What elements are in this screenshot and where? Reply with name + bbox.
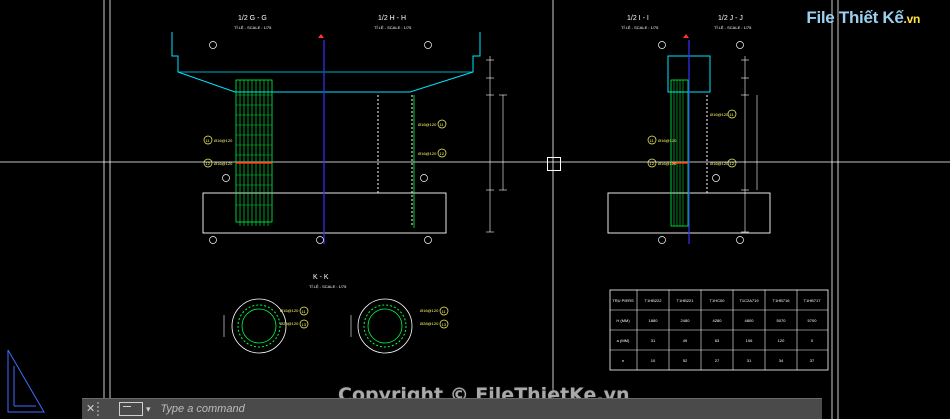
chevron-down-icon[interactable]: ▾	[146, 403, 151, 414]
cursor-pickbox	[547, 157, 561, 171]
table-cell: 10	[651, 358, 656, 363]
callout-12-left: 12	[206, 161, 211, 166]
rebar-label-11-jj: Ø16@120	[710, 112, 729, 117]
kk-rebar-13-right: Ø28@120	[420, 321, 439, 326]
watermark-logo: File Thiết Kế.vn	[806, 8, 920, 28]
kk-callout-11-left: 11	[302, 309, 307, 314]
table-cell: 27	[715, 358, 720, 363]
command-prompt-icon[interactable]	[119, 402, 143, 416]
table-cell: 34	[779, 358, 784, 363]
scale-gg: TỈ LỆ - SCALE : 1/75	[234, 25, 272, 30]
title-jj: 1/2 J - J	[718, 15, 743, 22]
table-cell: 63	[715, 338, 720, 343]
ucs-icon	[7, 349, 45, 413]
table-cell: 49	[683, 338, 688, 343]
table-cell: 37	[810, 358, 815, 363]
table-header-cell: T1HB717	[804, 298, 822, 303]
kk-rebar-11-right: Ø16@120	[420, 308, 439, 313]
table-row-label: a (MM)	[617, 338, 630, 343]
table-cell: 5070	[777, 318, 787, 323]
title-hh: 1/2 H - H	[378, 15, 406, 22]
callout-12-ii: 12	[650, 161, 655, 166]
table-row-label: n	[622, 358, 624, 363]
table-cell: 31	[651, 338, 656, 343]
logo-text: File Thiết Kế	[806, 8, 904, 27]
table-cell: 52	[683, 358, 688, 363]
table-cell: 120	[778, 338, 785, 343]
logo-tld: .vn	[903, 12, 921, 26]
kk-rebar-11-left: Ø16@120	[280, 308, 299, 313]
kk-callout-13-left: 13	[302, 322, 307, 327]
kk-callout-13-right: 13	[442, 322, 447, 327]
left-pier-elevation	[171, 32, 481, 244]
section-titles: 1/2 G - G TỈ LỆ - SCALE : 1/75 1/2 H - H…	[234, 15, 752, 289]
rebar-label-12-left: Ø16@120	[214, 161, 233, 166]
rebar-label-12-jj: Ø16@120	[710, 161, 729, 166]
scale-hh: TỈ LỆ - SCALE : 1/75	[374, 25, 412, 30]
table-cell: 5700	[808, 318, 818, 323]
kk-sections: Ø16@120 Ø28@120 11 13 Ø16@120 Ø28@120 11…	[223, 298, 449, 354]
table-cell: 4800	[745, 318, 755, 323]
right-pier-elevation: 11 Ø16@120 12 Ø16@120 11 Ø16@120 12 Ø16@…	[607, 34, 771, 244]
kk-rebar-13-left: Ø28@120	[280, 321, 299, 326]
table-header-cell: T1HB716	[773, 298, 791, 303]
title-gg: 1/2 G - G	[238, 15, 267, 22]
table-header-cell: T1HC00	[710, 298, 726, 303]
title-kk: K - K	[313, 274, 329, 281]
rebar-label-12-hh: Ø16@120	[418, 151, 437, 156]
kk-callout-11-right: 11	[442, 309, 447, 314]
table-cell: 1880	[649, 318, 659, 323]
scale-jj: TỈ LỆ - SCALE : 1/75	[714, 25, 752, 30]
rebar-label-11-hh: Ø16@120	[418, 122, 437, 127]
pier-table: TRỤ PIERS T1HB222 T1HB221 T1HC00 T1C2A719 T1H…	[609, 289, 829, 371]
command-input[interactable]	[158, 402, 763, 416]
rebar-label-12-ii: Ø16@120	[658, 161, 677, 166]
callout-11-hh: 11	[440, 122, 445, 127]
callout-11-left: 11	[206, 138, 211, 143]
rebar-label-11-left: Ø16@120	[214, 138, 233, 143]
callout-12-jj: 12	[730, 161, 735, 166]
callout-11-ii: 11	[650, 138, 655, 143]
table-header-cell: T1HB222	[645, 298, 663, 303]
drag-handle[interactable]	[97, 402, 109, 416]
table-header-cell: T1C2A719	[739, 298, 759, 303]
left-pier-annotations: 11 Ø16@120 12 Ø16@120 11 Ø16@120 12 Ø16@…	[203, 34, 507, 244]
command-line-bar: ✕ ▾	[82, 398, 822, 419]
table-cell: 2480	[681, 318, 691, 323]
table-header-cell: TRỤ PIERS	[612, 298, 634, 303]
table-header-cell: T1HB221	[677, 298, 695, 303]
table-cell: 0	[811, 338, 814, 343]
table-cell: 31	[747, 358, 752, 363]
scale-kk: TỈ LỆ - SCALE : 1/75	[309, 284, 347, 289]
table-cell: 4280	[713, 318, 723, 323]
callout-11-jj: 11	[730, 112, 735, 117]
table-row-label: H (MM)	[616, 318, 630, 323]
close-icon[interactable]: ✕	[86, 402, 96, 415]
table-cell: 106	[746, 338, 753, 343]
title-ii: 1/2 I - I	[627, 15, 649, 22]
callout-12-hh: 12	[440, 151, 445, 156]
rebar-label-11-ii: Ø16@120	[658, 138, 677, 143]
scale-ii: TỈ LỆ - SCALE : 1/75	[621, 25, 659, 30]
